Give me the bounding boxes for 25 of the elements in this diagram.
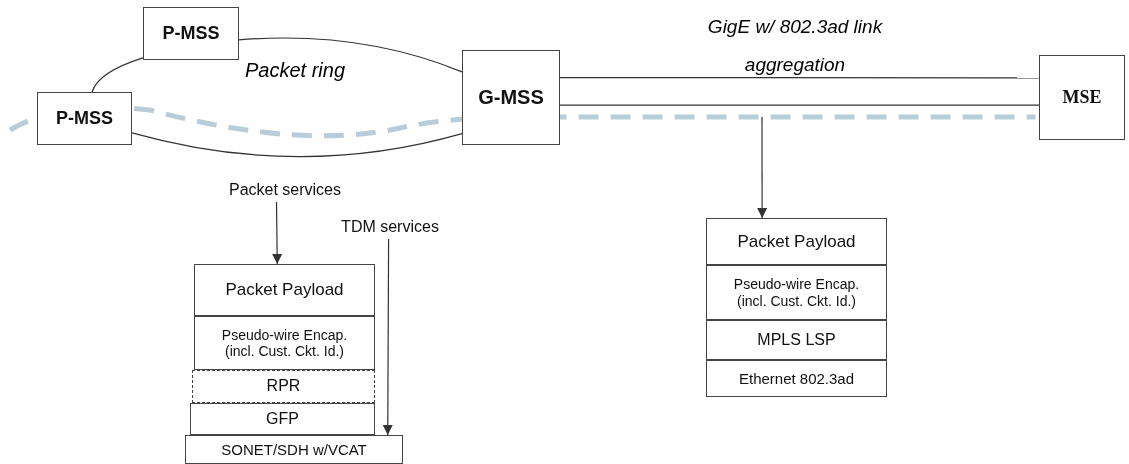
link-line	[559, 104, 1040, 106]
protocol-layer: Pseudo-wire Encap. (incl. Cust. Ckt. Id.)	[194, 316, 375, 370]
link-line	[238, 37, 463, 73]
service-label: TDM services	[320, 215, 460, 239]
node-box: P-MSS	[143, 7, 239, 60]
node-box: G-MSS	[462, 50, 560, 145]
protocol-layer: RPR	[192, 370, 375, 403]
edge-label: GigE w/ 802.3ad link aggregation	[706, 15, 884, 77]
protocol-layer: GFP	[190, 403, 375, 435]
node-box: P-MSS	[37, 92, 132, 145]
protocol-layer: MPLS LSP	[706, 320, 887, 360]
ring-label: Packet ring	[243, 58, 347, 83]
link-line	[559, 76, 1040, 79]
arrow	[272, 201, 283, 265]
protocol-layer: Pseudo-wire Encap. (incl. Cust. Ckt. Id.)	[706, 265, 887, 320]
service-label: Packet services	[200, 178, 370, 202]
arrow	[382, 238, 393, 436]
node-box: MSE	[1039, 55, 1125, 140]
protocol-layer: Packet Payload	[706, 218, 887, 265]
protocol-layer: SONET/SDH w/VCAT	[185, 435, 403, 464]
protocol-layer: Ethernet 802.3ad	[706, 360, 887, 397]
link-line	[131, 132, 463, 158]
arrow	[757, 116, 768, 219]
protocol-layer: Packet Payload	[194, 264, 375, 316]
link-line	[91, 57, 144, 93]
